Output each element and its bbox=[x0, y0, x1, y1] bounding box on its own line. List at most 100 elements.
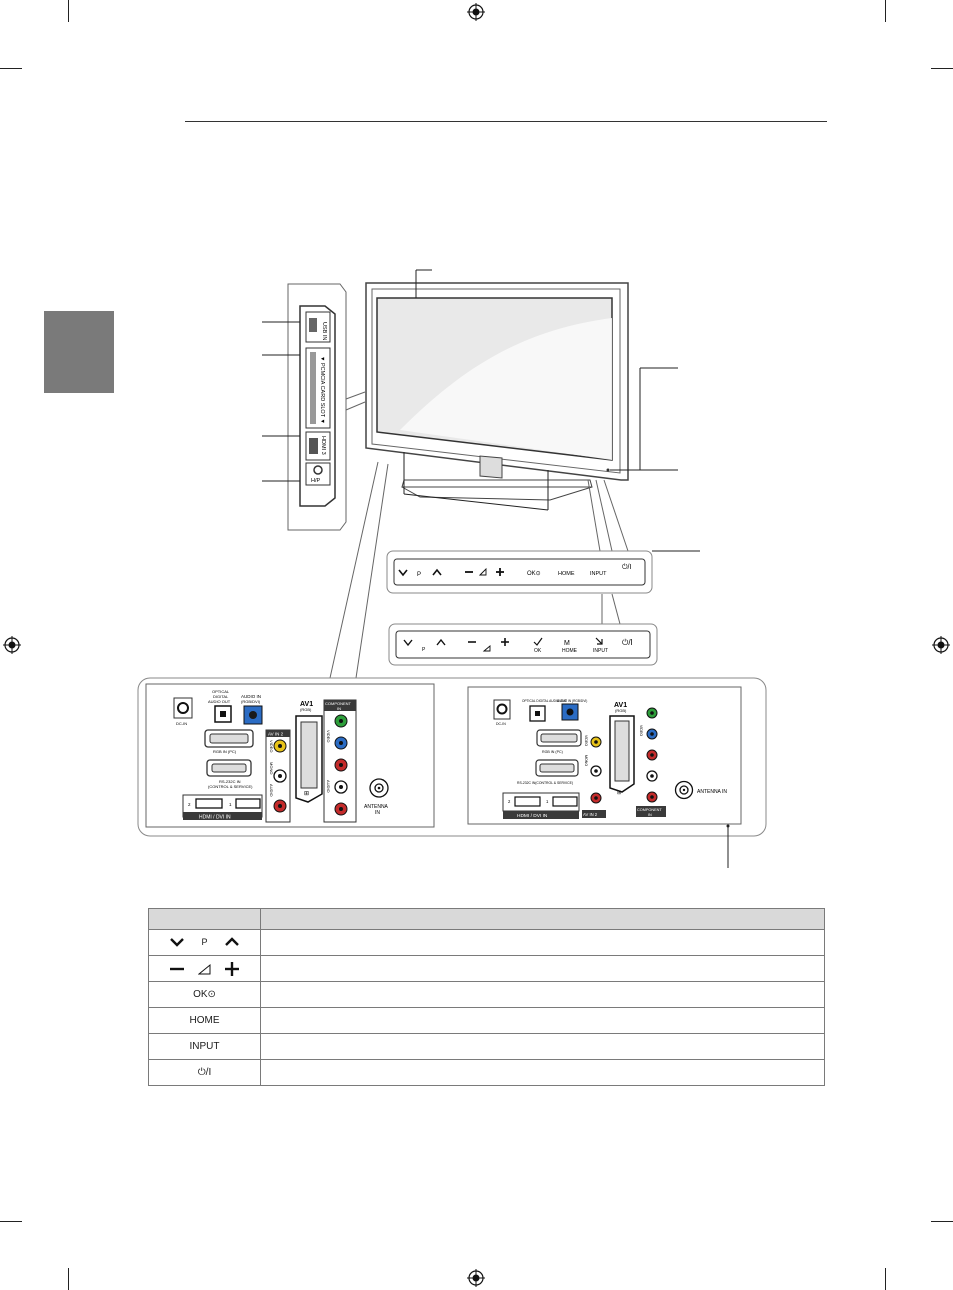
usb-label: USB IN bbox=[321, 322, 327, 340]
component-label-2: IN bbox=[337, 706, 341, 711]
rs232-label-1: RS-232C IN bbox=[219, 779, 241, 784]
table-row: ⏻/I bbox=[148, 1059, 825, 1086]
av1-label-r-2: (RGB) bbox=[615, 708, 627, 713]
antenna-label-r: ANTENNA IN bbox=[697, 789, 727, 795]
power-icon-b: ⏻/I bbox=[622, 638, 633, 647]
component-label-r-1: COMPONENT bbox=[637, 808, 662, 812]
optical-label-3: AUDIO OUT bbox=[208, 699, 231, 704]
p-label-b: P bbox=[422, 647, 426, 653]
av1-label-2: (RGB) bbox=[300, 707, 312, 712]
registration-mark-icon bbox=[3, 636, 21, 654]
rear-panel-right: DC-IN OPTICAL DIGITAL AUDIO OUT AUDIO IN… bbox=[467, 686, 742, 868]
rs232-label-2: (CONTROL & SERVICE) bbox=[208, 784, 253, 789]
front-panel-b: P OK M HOME INPUT ⏻/I bbox=[388, 623, 658, 666]
crop-mark bbox=[885, 0, 886, 22]
hdmi3-label: HDMI 3 bbox=[320, 436, 326, 455]
av-in2-label: AV IN 2 bbox=[268, 732, 284, 737]
input-button-label: INPUT bbox=[590, 571, 607, 577]
optical-label-1: OPTICAL bbox=[212, 689, 230, 694]
rear-panel-left: DC-IN OPTICAL DIGITAL AUDIO OUT AUDIO IN… bbox=[145, 683, 435, 828]
registration-mark-icon bbox=[467, 1269, 485, 1287]
mono-label: MONO bbox=[269, 762, 274, 774]
crop-mark bbox=[68, 1268, 69, 1290]
table-row: P bbox=[148, 929, 825, 956]
table-row bbox=[148, 955, 825, 982]
description-cell bbox=[260, 1033, 825, 1060]
plus-icon bbox=[225, 961, 240, 976]
audio-in-label-2: (RGB/DVI) bbox=[241, 699, 261, 704]
tv-front bbox=[329, 269, 700, 679]
description-cell bbox=[260, 1007, 825, 1034]
chevron-up-icon bbox=[225, 937, 240, 947]
optical-label-2: DIGITAL bbox=[213, 694, 229, 699]
crop-mark bbox=[0, 68, 22, 69]
hdmi-port-1-label-r: 1 bbox=[546, 799, 549, 804]
hdmi-port-2-label: 2 bbox=[188, 802, 191, 807]
chevron-down-icon bbox=[169, 938, 184, 948]
description-cell bbox=[260, 955, 825, 982]
scart-icon-r: ⊞ bbox=[617, 790, 621, 796]
dc-in-label-r: DC-IN bbox=[496, 722, 506, 726]
crop-mark bbox=[0, 1221, 22, 1222]
home-m-icon: M bbox=[564, 640, 570, 647]
dc-in-label: DC-IN bbox=[176, 721, 187, 726]
home-key-cell: HOME bbox=[148, 1007, 261, 1034]
comp-video-label-r: VIDEO bbox=[639, 725, 643, 736]
side-panel: USB IN ▼ PCMCIA CARD SLOT ▼ HDMI 3 H/P bbox=[262, 283, 366, 531]
key-table: P OK⊙ HOME INPUT ⏻/I bbox=[148, 908, 825, 1086]
header-rule bbox=[185, 121, 827, 122]
hdmi-port-1-label: 1 bbox=[229, 802, 232, 807]
key-table-header bbox=[148, 908, 825, 930]
hdmi-footer-label: HDMI / DVI IN bbox=[199, 815, 231, 821]
description-cell bbox=[260, 929, 825, 956]
audio-in-label-r: AUDIO IN (RGB/DVI) bbox=[557, 699, 587, 703]
video-label: VIDEO bbox=[269, 740, 274, 752]
hdmi-port-2-label-r: 2 bbox=[508, 799, 511, 804]
power-button-label: ⏻/I bbox=[622, 563, 631, 571]
home-label-b: HOME bbox=[562, 648, 578, 654]
input-key-cell: INPUT bbox=[148, 1033, 261, 1060]
table-row: INPUT bbox=[148, 1033, 825, 1060]
headphone-label: H/P bbox=[311, 478, 321, 484]
description-column-header bbox=[260, 908, 825, 930]
ok-button-label: OK⊙ bbox=[527, 571, 541, 577]
p-key-label: P bbox=[201, 937, 208, 947]
chapter-tab bbox=[44, 311, 114, 393]
table-row: HOME bbox=[148, 1007, 825, 1034]
crop-mark bbox=[68, 0, 69, 22]
component-label-r-2: IN bbox=[648, 813, 652, 817]
input-label-b: INPUT bbox=[593, 648, 608, 654]
av-in2-label-r: AV IN 2 bbox=[583, 812, 598, 817]
video-label-r: VIDEO bbox=[584, 735, 588, 746]
home-button-label: HOME bbox=[558, 571, 575, 577]
description-cell bbox=[260, 1059, 825, 1086]
description-cell bbox=[260, 981, 825, 1008]
rgb-in-label: RGB IN (PC) bbox=[213, 749, 237, 754]
audio-label: AUDIO bbox=[269, 784, 274, 797]
key-cell: P bbox=[148, 929, 261, 956]
crop-mark bbox=[931, 1221, 953, 1222]
key-column-header bbox=[148, 908, 261, 930]
volume-icon bbox=[197, 963, 210, 974]
ok-label-b: OK bbox=[534, 648, 542, 654]
antenna-label-1: ANTENNA bbox=[364, 804, 389, 810]
front-panel-a: P OK⊙ HOME INPUT ⏻/I bbox=[386, 550, 653, 594]
scart-icon: ⊞ bbox=[304, 791, 309, 797]
rs232-label-r: RS-232C IN(CONTROL & SERVICE) bbox=[517, 781, 573, 785]
key-cell bbox=[148, 955, 261, 982]
optical-label-r: OPTICAL DIGITAL AUDIO OUT bbox=[522, 699, 567, 703]
comp-video-label: VIDEO bbox=[326, 730, 331, 742]
registration-mark-icon bbox=[467, 3, 485, 21]
rgb-in-label-r: RGB IN (PC) bbox=[542, 750, 563, 754]
audio-in-label-1: AUDIO IN bbox=[241, 694, 261, 699]
comp-audio-label: AUDIO bbox=[326, 780, 331, 793]
mono-label-r: MONO bbox=[584, 755, 588, 766]
minus-icon bbox=[169, 967, 184, 970]
pcmcia-label: ▼ PCMCIA CARD SLOT ▼ bbox=[319, 356, 325, 424]
av1-label-r-1: AV1 bbox=[614, 702, 627, 709]
ok-key-cell: OK⊙ bbox=[148, 981, 261, 1008]
antenna-label-2: IN bbox=[375, 810, 380, 816]
av1-label-1: AV1 bbox=[300, 701, 313, 708]
hdmi-footer-label-r: HDMI / DVI IN bbox=[517, 813, 548, 819]
table-row: OK⊙ bbox=[148, 981, 825, 1008]
